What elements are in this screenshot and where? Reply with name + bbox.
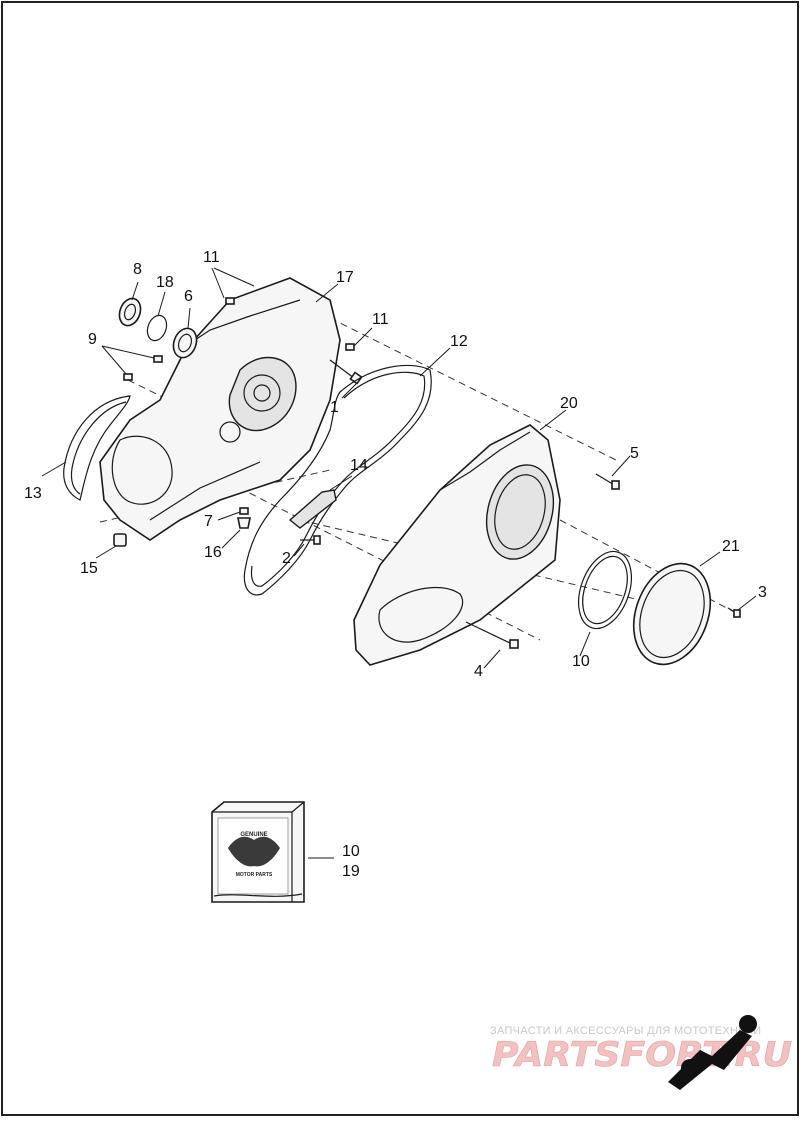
callout-10-kit: 10 xyxy=(342,843,360,860)
callout-11-top: 11 xyxy=(203,249,220,266)
callout-labels: 11 8 18 6 17 11 12 9 1 20 13 14 5 7 16 2… xyxy=(24,249,767,880)
wheel-icon xyxy=(681,1059,699,1077)
callout-11-right: 11 xyxy=(372,311,389,328)
part-8-seal xyxy=(118,297,142,327)
callout-14: 14 xyxy=(350,457,368,474)
part-5-bolt xyxy=(595,473,620,490)
callout-18: 18 xyxy=(156,274,174,291)
part-4-bolt xyxy=(465,621,519,649)
kit-box: GENUINE MOTOR PARTS xyxy=(211,801,305,903)
genuine-badge-icon xyxy=(228,836,280,867)
callout-19: 19 xyxy=(342,863,360,880)
leader-lines xyxy=(41,267,757,859)
part-10-o-ring xyxy=(578,550,632,630)
part-2-bolt xyxy=(300,535,321,545)
part-13-gasket xyxy=(63,395,131,501)
callout-1: 1 xyxy=(330,399,339,416)
part-20-outer-cover xyxy=(353,424,561,666)
callout-13: 13 xyxy=(24,485,42,502)
callout-5: 5 xyxy=(630,445,639,462)
callout-15: 15 xyxy=(80,560,98,577)
part-15-dowel xyxy=(113,533,127,547)
badge-text-top: GENUINE xyxy=(240,832,267,838)
callout-2: 2 xyxy=(282,550,291,567)
callout-8: 8 xyxy=(133,261,142,278)
callout-3: 3 xyxy=(758,584,767,601)
part-6-bearing xyxy=(172,327,198,359)
callout-4: 4 xyxy=(474,663,483,680)
watermark: ЗАПЧАСТИ И АКСЕССУАРЫ ДЛЯ МОТОТЕХНИКИ PA… xyxy=(490,1015,792,1090)
callout-21: 21 xyxy=(722,538,740,555)
callout-16: 16 xyxy=(204,544,222,561)
callout-17: 17 xyxy=(336,269,354,286)
callout-12: 12 xyxy=(450,333,468,350)
callout-9: 9 xyxy=(88,331,97,348)
callout-20: 20 xyxy=(560,395,578,412)
dowels xyxy=(123,297,355,381)
part-18-retaining-ring xyxy=(146,314,168,342)
part-14-tensioner xyxy=(288,489,337,529)
callout-6: 6 xyxy=(184,288,193,305)
part-7-16-plug xyxy=(237,507,251,529)
wheel-icon xyxy=(739,1015,757,1033)
part-3-screw xyxy=(727,607,741,618)
part-17-inner-primary xyxy=(99,277,341,541)
callout-10-ring: 10 xyxy=(572,653,590,670)
part-21-derby-cover xyxy=(632,562,712,666)
badge-text-bottom: MOTOR PARTS xyxy=(236,872,273,878)
watermark-tagline: ЗАПЧАСТИ И АКСЕССУАРЫ ДЛЯ МОТОТЕХНИКИ xyxy=(490,1025,761,1037)
callout-7: 7 xyxy=(204,513,213,530)
